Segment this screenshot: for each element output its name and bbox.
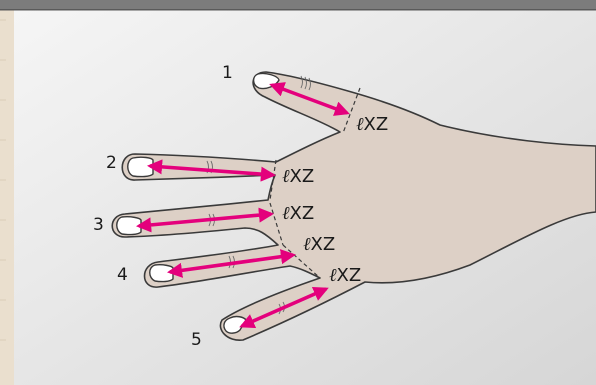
left-stripe (0, 0, 14, 385)
nail-3 (117, 217, 141, 235)
measure-label-5: ℓXZ (329, 265, 361, 286)
finger-number-5: 5 (191, 330, 202, 350)
finger-number-1: 1 (222, 63, 233, 83)
nail-4 (150, 265, 173, 282)
top-bar-border (0, 9, 596, 11)
measure-label-1-suffix: XZ (364, 114, 389, 135)
finger-number-4: 4 (117, 265, 128, 285)
nail-2 (128, 157, 153, 176)
top-bar (0, 0, 596, 9)
measure-label-4-suffix: XZ (311, 234, 336, 255)
finger-number-3: 3 (93, 215, 104, 235)
measure-label-1: ℓXZ (356, 114, 388, 135)
measure-label-2: ℓXZ (282, 166, 314, 187)
measure-label-3: ℓXZ (282, 203, 314, 224)
measure-label-2-suffix: XZ (290, 166, 315, 187)
finger-number-2: 2 (106, 153, 117, 173)
measure-label-3-suffix: XZ (290, 203, 315, 224)
measure-label-4: ℓXZ (303, 234, 335, 255)
measure-label-5-suffix: XZ (337, 265, 362, 286)
